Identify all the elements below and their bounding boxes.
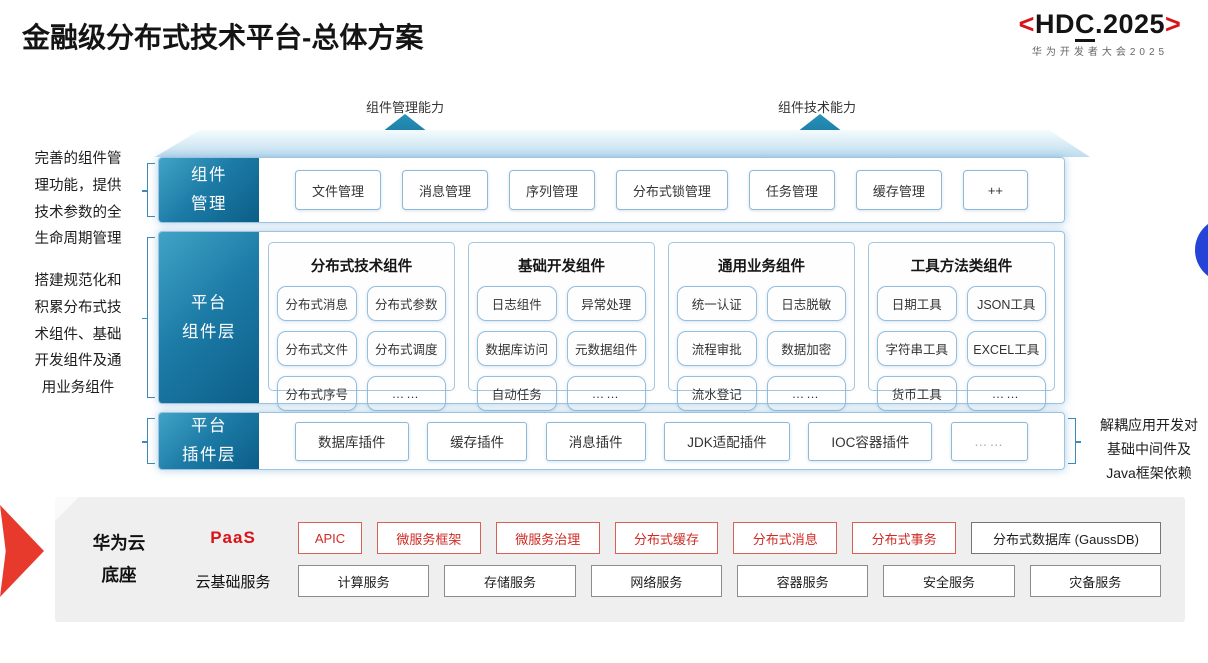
capability-label-management: 组件管理能力 [365,100,444,115]
diagram-box-more: …… [966,376,1046,411]
group-common-business: 通用业务组件 统一认证 日志脱敏 流程审批 数据加密 流水登记 …… [668,242,855,411]
cloud-service-box: 灾备服务 [1029,565,1161,597]
diagram-box: EXCEL工具 [966,331,1046,366]
diagram-box: 任务管理 [748,170,835,210]
diagram-box: JSON工具 [966,286,1046,321]
paas-box: APIC [298,522,362,554]
diagram-box: 自动任务 [477,376,557,411]
hdc-logo-subtitle: 华为开发者大会2025 [1031,47,1169,59]
left-bracket-icon [142,237,155,398]
diagram-box-more: …… [366,376,446,411]
cloud-services-label: 云基础服务 [195,573,271,591]
page-title: 金融级分布式技术平台-总体方案 [22,22,424,53]
diagram-box-more: …… [951,421,1028,461]
annotation-plugin-decoupling: 解耦应用开发对 基础中间件及 Java框架依赖 [1100,417,1198,481]
diagram-box: 序列管理 [508,170,595,210]
row-platform-component-layer: 平台 组件层 分布式技术组件 分布式消息 分布式参数 分布式文件 分布式调度 分… [142,231,1065,411]
diagram-box: 缓存插件 [427,421,528,461]
diagram-box: 货币工具 [877,376,957,411]
platform-slab-top-face [155,130,1090,157]
diagram-box: 分布式序号 [277,376,357,411]
annotation-platform-components: 搭建规范化和 积累分布式技 术组件、基础 开发组件及通 用业务组件 [34,273,122,397]
paas-box: 分布式缓存 [614,522,719,554]
diagram-box: JDK适配插件 [664,421,790,461]
diagram-box: 数据加密 [766,331,846,366]
platform-component-groups: 分布式技术组件 分布式消息 分布式参数 分布式文件 分布式调度 分布式序号 ……… [259,232,1064,411]
row-component-management: 组件 管理 文件管理 消息管理 序列管理 分布式锁管理 任务管理 缓存管理 ++ [142,157,1065,223]
diagram-box: 异常处理 [566,286,646,321]
diagram-box: 缓存管理 [855,170,942,210]
paas-box: 分布式事务 [852,522,956,554]
diagram-box: 流水登记 [677,376,757,411]
diagram-box: 消息管理 [401,170,488,210]
diagram-box-more: ++ [962,170,1028,210]
right-bracket-icon [1068,418,1081,464]
group-basic-dev: 基础开发组件 日志组件 异常处理 数据库访问 元数据组件 自动任务 …… [468,242,655,411]
cloud-service-box: 存储服务 [444,565,576,597]
hdc-close-bracket: > [1165,9,1182,39]
diagram-box: IOC容器插件 [808,421,933,461]
platform-plugin-items: 数据库插件 缓存插件 消息插件 JDK适配插件 IOC容器插件 …… [259,413,1064,469]
component-management-items: 文件管理 消息管理 序列管理 分布式锁管理 任务管理 缓存管理 ++ [259,158,1064,222]
huawei-cloud-foundation-section: 华为云 底座 PaaS APIC 微服务框架 微服务治理 分布式缓存 分布式消息… [55,497,1185,622]
group-title: 分布式技术组件 [310,259,413,275]
cloud-service-box: 计算服务 [298,565,430,597]
capability-label-technical: 组件技术能力 [777,100,856,115]
diagram-box-more: …… [566,376,646,411]
cloud-service-box: 容器服务 [736,565,869,597]
row-platform-plugin-layer: 平台 插件层 数据库插件 缓存插件 消息插件 JDK适配插件 IOC容器插件 …… [142,412,1081,470]
diagram-box: 日志组件 [477,286,557,321]
paas-row: PaaS APIC 微服务框架 微服务治理 分布式缓存 分布式消息 分布式事务 … [183,522,1161,554]
diagram-box: 统一认证 [677,286,757,321]
blue-circle-decoration [1195,217,1208,283]
diagram-box: 流程审批 [677,331,757,366]
diagram-box: 数据库访问 [477,331,557,366]
left-bracket-icon [142,418,155,464]
diagram-box: 文件管理 [295,170,382,210]
diagram-box: 分布式文件 [277,331,357,366]
diagram-box: 消息插件 [545,421,646,461]
group-tool-methods: 工具方法类组件 日期工具 JSON工具 字符串工具 EXCEL工具 货币工具 …… [868,242,1055,411]
diagram-box: 元数据组件 [566,331,646,366]
row-label-platform-components: 平台 组件层 [159,232,259,403]
group-distributed-tech: 分布式技术组件 分布式消息 分布式参数 分布式文件 分布式调度 分布式序号 …… [268,242,455,411]
diagram-box: 分布式调度 [366,331,446,366]
gaussdb-box: 分布式数据库 (GaussDB) [970,522,1161,554]
diagram-box-more: …… [766,376,846,411]
paas-box: 微服务框架 [377,522,481,554]
left-bracket-icon [142,163,155,217]
foundation-label: 华为云 底座 [92,533,146,585]
hdc-2025-logo: <HDC.2025> 华为开发者大会2025 [998,8,1202,58]
diagram-box: 分布式锁管理 [615,170,728,210]
row-label-component-management: 组件 管理 [159,158,259,222]
annotation-component-management: 完善的组件管 理功能，提供 技术参数的全 生命周期管理 [34,151,122,248]
group-title: 工具方法类组件 [910,259,1013,275]
diagram-box: 分布式参数 [366,286,446,321]
diagram-box: 数据库插件 [295,421,409,461]
group-title: 基础开发组件 [518,259,605,275]
diagram-box: 分布式消息 [277,286,357,321]
cloud-service-box: 网络服务 [590,565,722,597]
group-title: 通用业务组件 [718,259,805,275]
diagram-box: 日期工具 [877,286,957,321]
paas-box: 微服务治理 [495,522,600,554]
hdc-open-bracket: < [1018,9,1035,39]
paas-box: 分布式消息 [733,522,838,554]
hdc-logo-text: <HDC.2025> [998,8,1202,42]
red-arrow-icon [0,505,44,597]
diagram-box: 日志脱敏 [766,286,846,321]
row-label-platform-plugins: 平台 插件层 [159,413,259,469]
cloud-services-row: 云基础服务 计算服务 存储服务 网络服务 容器服务 安全服务 灾备服务 [183,565,1161,597]
paas-label: PaaS [210,528,256,547]
diagram-box: 字符串工具 [877,331,957,366]
cloud-service-box: 安全服务 [883,565,1015,597]
